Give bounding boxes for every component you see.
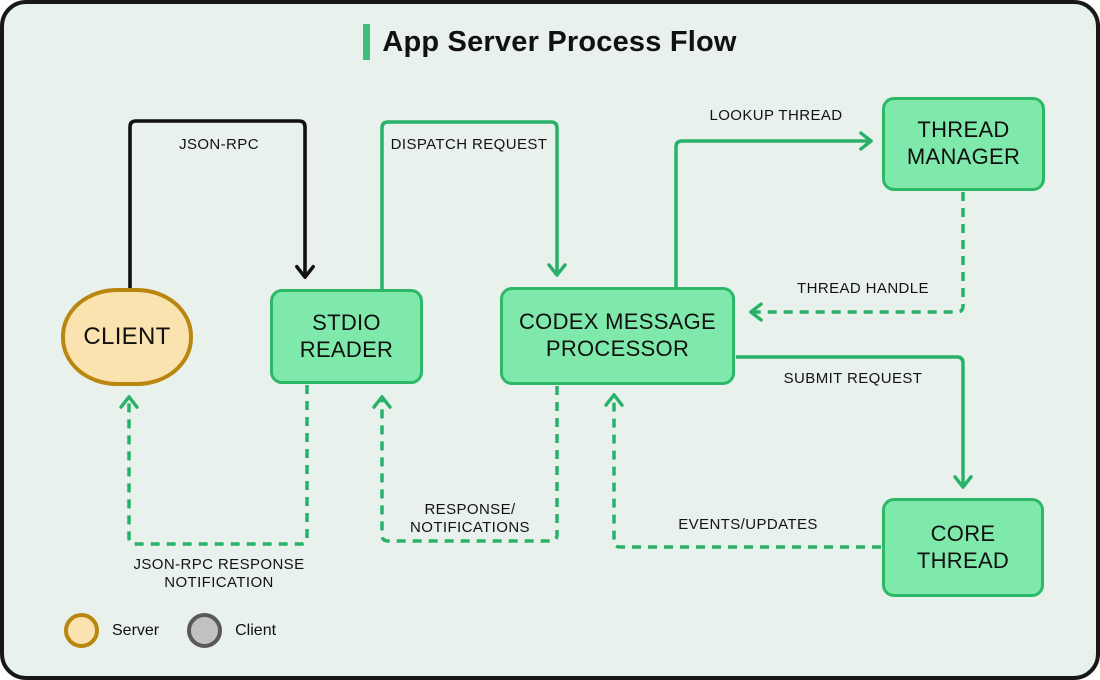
diagram-title-row: App Server Process Flow — [4, 24, 1096, 60]
edge-label-dispatch-request: DISPATCH REQUEST — [390, 136, 548, 153]
edge-label-response-notifications: RESPONSE/ NOTIFICATIONS — [380, 501, 560, 537]
legend: Server Client — [64, 613, 276, 648]
title-accent-bar — [363, 24, 371, 60]
edge-label-response-line2: NOTIFICATIONS — [410, 519, 530, 536]
legend-item-client: Client — [187, 613, 276, 648]
node-stdio-reader: STDIO READER — [270, 289, 423, 384]
node-core-thread: CORE THREAD — [882, 498, 1044, 597]
client-swatch-icon — [187, 613, 223, 648]
node-client: CLIENT — [61, 288, 193, 386]
edge-label-json-rpc-response-line1: JSON-RPC RESPONSE — [133, 556, 305, 573]
edge-label-response-line1: RESPONSE/ — [424, 501, 516, 518]
node-codex-message-processor-label: CODEX MESSAGE PROCESSOR — [518, 309, 717, 361]
legend-client-label: Client — [235, 621, 277, 639]
edge-lookup-thread — [674, 131, 873, 288]
server-swatch-icon — [64, 613, 99, 648]
edge-label-submit-request: SUBMIT REQUEST — [783, 370, 923, 387]
legend-server-label: Server — [112, 621, 160, 639]
edge-label-json-rpc-response-line2: NOTIFICATION — [164, 574, 274, 591]
node-codex-message-processor: CODEX MESSAGE PROCESSOR — [500, 287, 735, 385]
page-title: App Server Process Flow — [382, 25, 737, 58]
node-stdio-reader-label: STDIO READER — [299, 309, 394, 362]
edge-label-json-rpc-response: JSON-RPC RESPONSE NOTIFICATION — [109, 556, 329, 592]
edge-json-rpc-response — [119, 385, 309, 546]
node-core-thread-label: CORE THREAD — [916, 520, 1010, 573]
legend-item-server: Server — [64, 613, 159, 648]
node-thread-manager-label: THREAD MANAGER — [906, 117, 1021, 169]
edge-label-events-updates: EVENTS/UPDATES — [678, 516, 818, 533]
edge-label-thread-handle: THREAD HANDLE — [797, 280, 929, 297]
edge-label-lookup-thread: LOOKUP THREAD — [709, 107, 843, 124]
edge-label-json-rpc: JSON-RPC — [179, 136, 259, 153]
node-client-label: CLIENT — [83, 323, 171, 351]
node-thread-manager: THREAD MANAGER — [882, 97, 1045, 191]
